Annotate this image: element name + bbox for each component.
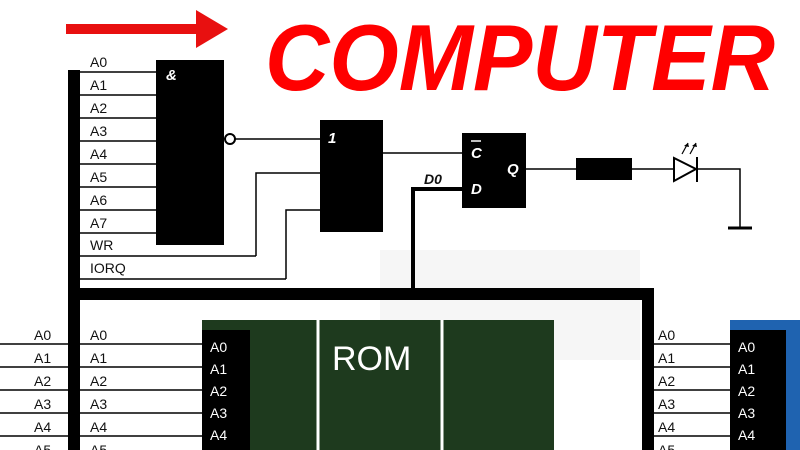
ll-label-a5: A5 [34, 442, 51, 450]
lr-label-a1: A1 [658, 350, 675, 366]
lm-label-a1: A1 [90, 350, 107, 366]
flip-flop-clock: C [471, 145, 483, 162]
arrow-icon [66, 10, 228, 48]
flip-flop-out: Q [507, 161, 519, 178]
bus-label-a2: A2 [90, 100, 107, 116]
lr-label-a5: A5 [658, 442, 675, 450]
rom-pin-a3: A3 [210, 405, 227, 421]
lm-label-a3: A3 [90, 396, 107, 412]
led-icon [673, 142, 699, 183]
lm-label-a5: A5 [90, 442, 107, 450]
ll-label-a0: A0 [34, 327, 51, 343]
address-bus [68, 70, 80, 450]
or-gate [320, 120, 383, 232]
rc-pin-a1: A1 [738, 361, 755, 377]
rom-pin-a2: A2 [210, 383, 227, 399]
data-bus [68, 288, 654, 300]
rom-pin-a0: A0 [210, 339, 227, 355]
lm-label-a4: A4 [90, 419, 107, 435]
data-line-label: D0 [424, 171, 442, 187]
rom-pin-a4: A4 [210, 427, 227, 443]
bus-label-a4: A4 [90, 146, 107, 162]
rom-chip: ROM A0 A1 A2 A3 A4 [202, 320, 554, 450]
or-gate-symbol: 1 [328, 130, 336, 147]
rom-pin-a1: A1 [210, 361, 227, 377]
rc-pin-a4: A4 [738, 427, 755, 443]
rom-label: ROM [332, 340, 411, 378]
bus-label-wr: WR [90, 237, 113, 253]
rc-pin-a0: A0 [738, 339, 755, 355]
ll-label-a1: A1 [34, 350, 51, 366]
lr-label-a2: A2 [658, 373, 675, 389]
flip-flop [462, 133, 526, 208]
resistor [576, 158, 632, 180]
lower-left-address: A0 A1 A2 A3 A4 A5 [0, 327, 68, 450]
ll-label-a2: A2 [34, 373, 51, 389]
lr-label-a3: A3 [658, 396, 675, 412]
bus-label-iorq: IORQ [90, 260, 126, 276]
and-gate [156, 60, 224, 245]
page-title: COMPUTER [265, 5, 775, 110]
inverter-bubble [224, 133, 236, 145]
bus-label-a5: A5 [90, 169, 107, 185]
bus-label-a3: A3 [90, 123, 107, 139]
lm-label-a2: A2 [90, 373, 107, 389]
bus-label-a0: A0 [90, 54, 107, 70]
lr-label-a4: A4 [658, 419, 675, 435]
rc-pin-a2: A2 [738, 383, 755, 399]
bus-label-a6: A6 [90, 192, 107, 208]
rc-pin-a3: A3 [738, 405, 755, 421]
bus-label-a7: A7 [90, 215, 107, 231]
ll-label-a3: A3 [34, 396, 51, 412]
address-lines [80, 94, 286, 280]
and-gate-symbol: & [166, 67, 177, 84]
right-chip: A0 A1 A2 A3 A4 [730, 320, 800, 450]
bus-labels: A0 A1 A2 A3 A4 A5 A6 A7 WR IORQ [90, 54, 126, 276]
flip-flop-data: D [471, 181, 482, 198]
lower-mid-address: A0 A1 A2 A3 A4 A5 [80, 327, 202, 450]
lower-right-address: A0 A1 A2 A3 A4 A5 [654, 327, 730, 450]
lm-label-a0: A0 [90, 327, 107, 343]
lr-label-a0: A0 [658, 327, 675, 343]
ll-label-a4: A4 [34, 419, 51, 435]
bus-label-a1: A1 [90, 77, 107, 93]
